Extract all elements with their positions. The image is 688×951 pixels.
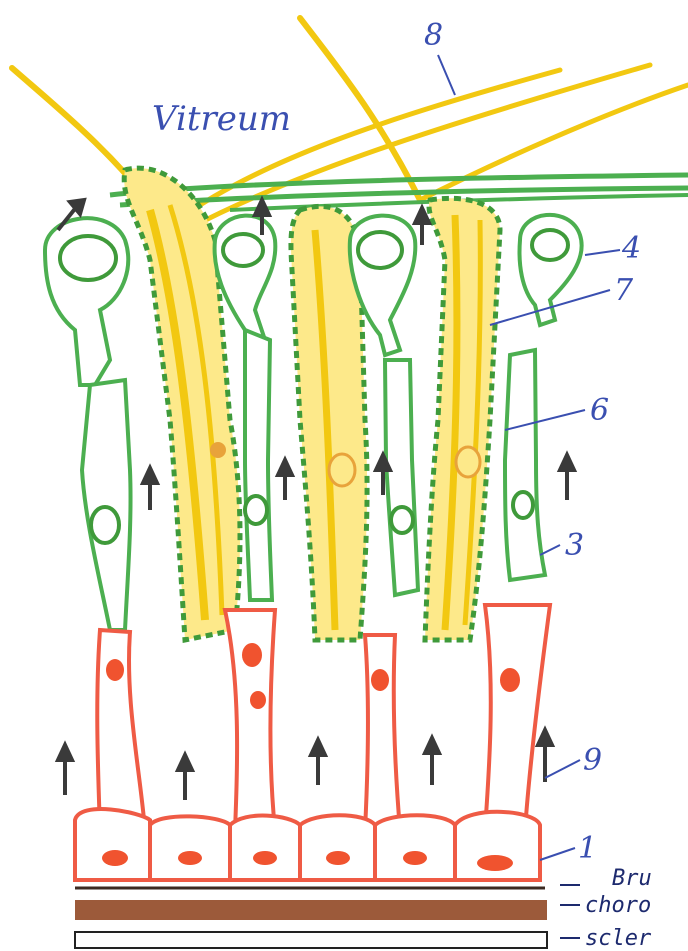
arrow-up-icon	[538, 730, 552, 782]
choroid-band	[75, 900, 547, 920]
muller-fiber-long-3	[420, 85, 688, 200]
label-8: 8	[424, 18, 443, 53]
label-1: 1	[578, 831, 597, 866]
arrow-up-icon	[311, 740, 325, 785]
label-7: 7	[614, 273, 634, 308]
label-3: 3	[565, 528, 584, 563]
muller-fiber-long-1	[170, 70, 560, 225]
label-6: 6	[590, 393, 609, 428]
arrow-up-icon	[178, 755, 192, 800]
label-vitreum: Vitreum	[152, 99, 291, 139]
pigment-epithelium	[75, 809, 540, 880]
label-sclera: scler	[585, 926, 652, 951]
arrow-up-icon	[415, 208, 429, 245]
arrow-up-icon	[143, 468, 157, 510]
muller-cell-3	[425, 198, 500, 640]
label-4: 4	[621, 231, 641, 266]
arrow-up-icon	[58, 745, 72, 795]
arrow-up-icon	[560, 455, 574, 500]
arrow-up-icon	[425, 738, 439, 785]
arrow-up-icon	[278, 460, 292, 500]
label-choroid: choro	[585, 893, 651, 918]
label-bruch: Bru	[612, 866, 652, 891]
sclera-band	[75, 932, 547, 948]
photoreceptor-nuclei	[106, 643, 520, 709]
label-9: 9	[583, 743, 602, 778]
